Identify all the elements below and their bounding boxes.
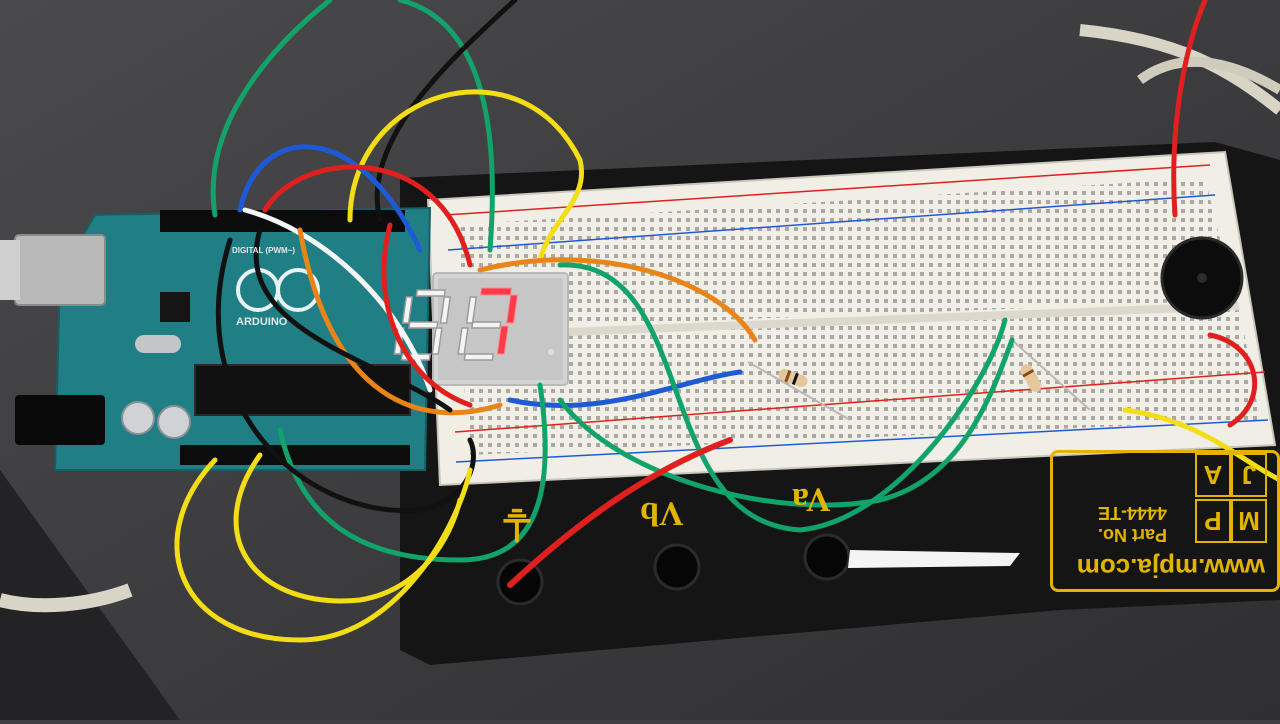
grey-cable	[1137, 56, 1280, 95]
arduino-header-text: DIGITAL (PWM~)	[232, 246, 296, 255]
usb-connector	[14, 234, 106, 306]
resistor	[1011, 339, 1091, 411]
wire-white	[242, 207, 433, 393]
rail-blue	[447, 194, 1216, 251]
rail-red	[444, 164, 1211, 216]
arduino-logo-text: ARDUINO	[236, 316, 288, 328]
nameplate-url: www.mpja.com	[1076, 553, 1265, 583]
rail-blue	[455, 419, 1269, 463]
crystal	[135, 335, 181, 353]
usb-chip	[160, 292, 190, 322]
rail-red	[454, 371, 1266, 433]
ground-icon: ⏚	[497, 501, 537, 546]
logo-letter: A	[1195, 453, 1231, 497]
logo-letter: M	[1231, 499, 1267, 543]
wire-red	[262, 164, 473, 268]
wire-yellow	[347, 89, 585, 263]
wire-red	[1207, 332, 1258, 428]
glare	[848, 550, 1020, 568]
panel-post	[803, 533, 851, 581]
capacitor	[157, 405, 191, 439]
capacitor	[121, 401, 155, 435]
arduino-logo-ring	[276, 268, 320, 312]
panel-post	[496, 558, 544, 606]
wire-red	[1171, 0, 1208, 218]
wire-green	[277, 382, 548, 563]
wire-blue	[237, 144, 423, 253]
breadboard-hole-field	[455, 178, 1235, 330]
part-number: 4444-TE	[1097, 503, 1167, 524]
resistor	[747, 361, 851, 421]
wire-green	[557, 262, 1008, 533]
usb-plug	[0, 240, 20, 300]
wire-green	[557, 337, 1015, 508]
wire-orange	[477, 257, 758, 343]
logo-letter: J	[1231, 453, 1267, 497]
nameplate-part: Part No. 4444-TE	[1098, 502, 1167, 545]
analog-header	[180, 445, 410, 465]
wire-black	[253, 227, 453, 413]
breadboard-channel	[462, 302, 1240, 340]
buzzer-hole	[1197, 273, 1207, 283]
wire-orange	[297, 227, 503, 416]
digit-left	[393, 289, 452, 361]
wire-red	[507, 437, 733, 588]
digit-right	[457, 287, 554, 361]
wire-red	[381, 222, 473, 408]
label-va: Va	[792, 481, 831, 518]
power-jack	[15, 395, 105, 445]
wire-yellow	[233, 452, 463, 604]
panel-post	[653, 543, 701, 591]
wire-green	[397, 0, 495, 253]
mpja-nameplate: www.mpja.com Part No. 4444-TE M P J A	[1050, 450, 1280, 592]
label-vb: Vb	[640, 495, 684, 532]
wire-black	[374, 0, 518, 223]
mpja-logo: M P J A	[1195, 453, 1267, 543]
wire-yellow	[1122, 407, 1280, 483]
grey-cable	[0, 583, 133, 613]
wire-green	[210, 0, 333, 218]
part-label: Part No.	[1097, 525, 1167, 545]
logo-letter: P	[1195, 499, 1231, 543]
